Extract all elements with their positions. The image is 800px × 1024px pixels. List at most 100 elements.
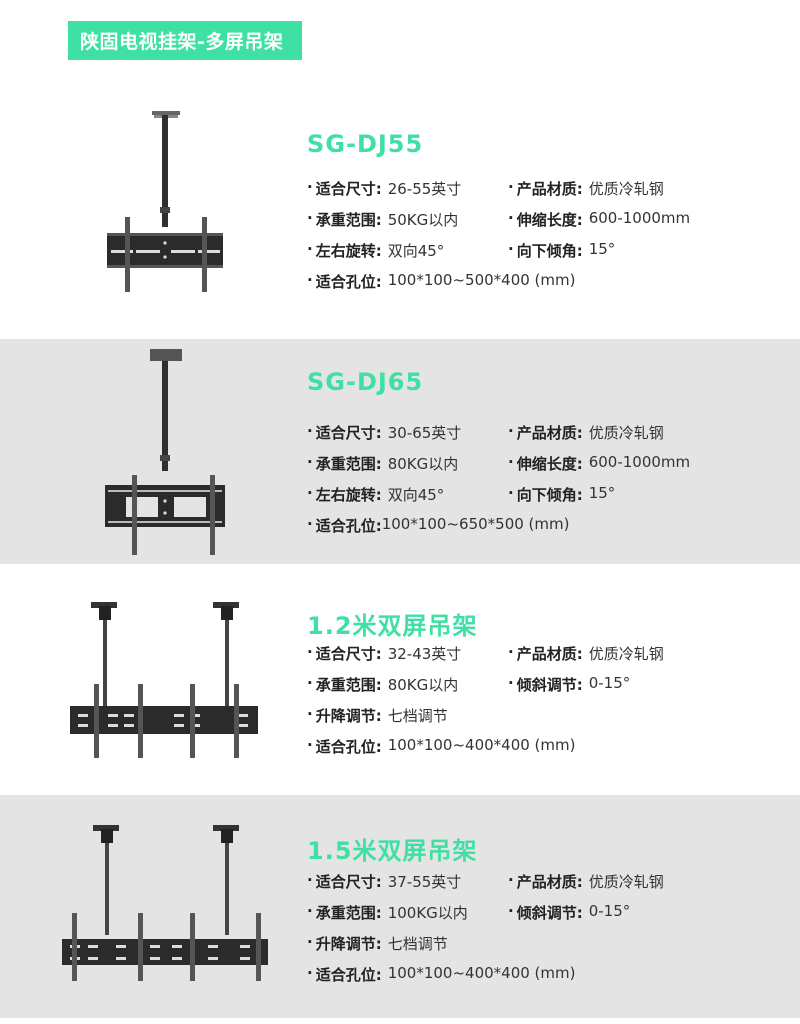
spec-label: 产品材质: xyxy=(516,645,583,663)
bullet-icon: · xyxy=(307,271,313,289)
spec-row: ·适合尺寸:37-55英寸 ·产品材质:优质冷轧钢 xyxy=(307,871,664,892)
spec-item: ·向下倾角:15° xyxy=(508,240,615,261)
spec-label: 向下倾角: xyxy=(516,486,583,504)
spec-item: ·左右旋转: 双向45° xyxy=(307,240,444,261)
dual-screen-ceiling-mount-icon xyxy=(68,598,268,758)
spec-label: 承重范围: xyxy=(315,904,382,922)
spec-value: 优质冷轧钢 xyxy=(588,424,664,442)
spec-value: 优质冷轧钢 xyxy=(588,645,664,663)
spec-value: 32-43英寸 xyxy=(387,645,462,663)
spec-value: 100KG以内 xyxy=(387,904,468,922)
bullet-icon: · xyxy=(307,902,313,920)
spec-item: ·承重范围: 80KG以内 xyxy=(307,674,458,695)
spec-value: 双向45° xyxy=(387,242,445,260)
bullet-icon: · xyxy=(307,705,313,723)
spec-item: ·伸缩长度:600-1000mm xyxy=(508,209,690,230)
spec-item: ·承重范围: 50KG以内 xyxy=(307,209,458,230)
bullet-icon: · xyxy=(508,871,514,889)
product-section-sg-dj65: SG-DJ65 ·适合尺寸:30-65英寸 ·产品材质:优质冷轧钢 ·承重范围:… xyxy=(0,339,800,564)
spec-value: 优质冷轧钢 xyxy=(588,873,664,891)
spec-label: 左右旋转: xyxy=(315,242,382,260)
spec-value: 100*100~400*400 (mm) xyxy=(387,736,576,754)
spec-row: ·适合孔位:100*100~400*400 (mm) xyxy=(307,964,576,985)
spec-item: ·产品材质: 优质冷轧钢 xyxy=(508,643,664,664)
spec-value: 30-65英寸 xyxy=(387,424,462,442)
bullet-icon: · xyxy=(307,515,313,533)
spec-item: ·左右旋转: 双向45° xyxy=(307,484,444,505)
bullet-icon: · xyxy=(307,933,313,951)
spec-label: 升降调节: xyxy=(315,935,382,953)
spec-label: 承重范围: xyxy=(315,211,382,229)
bullet-icon: · xyxy=(307,674,313,692)
spec-row: ·适合孔位:100*100~650*500 (mm) xyxy=(307,515,570,536)
spec-label: 适合尺寸: xyxy=(315,645,382,663)
spec-item: ·适合尺寸:30-65英寸 xyxy=(307,422,461,443)
bullet-icon: · xyxy=(307,736,313,754)
spec-label: 适合孔位: xyxy=(315,517,382,535)
bullet-icon: · xyxy=(307,484,313,502)
spec-item: ·适合尺寸: 32-43英寸 xyxy=(307,643,461,664)
spec-item: ·升降调节:七档调节 xyxy=(307,933,448,954)
spec-label: 倾斜调节: xyxy=(516,904,583,922)
bullet-icon: · xyxy=(508,643,514,661)
spec-item: ·产品材质: 优质冷轧钢 xyxy=(508,422,664,443)
spec-value: 七档调节 xyxy=(387,707,448,725)
spec-value: 80KG以内 xyxy=(387,676,459,694)
spec-row: ·承重范围:100KG以内 ·倾斜调节:0-15° xyxy=(307,902,630,923)
product-section-dual-1-5m: 1.5米双屏吊架 ·适合尺寸:37-55英寸 ·产品材质:优质冷轧钢 ·承重范围… xyxy=(0,795,800,1018)
spec-item: ·承重范围:80KG以内 xyxy=(307,453,458,474)
spec-label: 倾斜调节: xyxy=(516,676,583,694)
spec-item: ·适合孔位:100*100~400*400 (mm) xyxy=(307,964,576,985)
spec-row: ·升降调节:七档调节 xyxy=(307,705,448,726)
spec-item: ·伸缩长度:600-1000mm xyxy=(508,453,690,474)
spec-label: 产品材质: xyxy=(516,424,583,442)
single-ceiling-tv-mount-large-icon xyxy=(98,347,230,557)
spec-row: ·承重范围:80KG以内 ·倾斜调节:0-15° xyxy=(307,674,630,695)
spec-label: 适合孔位: xyxy=(315,273,382,291)
bullet-icon: · xyxy=(307,964,313,982)
spec-value: 100*100~650*500 (mm) xyxy=(381,515,570,533)
spec-value: 50KG以内 xyxy=(387,211,459,229)
spec-item: ·适合孔位: 100*100~400*400 (mm) xyxy=(307,736,576,757)
spec-label: 向下倾角: xyxy=(516,242,583,260)
bullet-icon: · xyxy=(508,178,514,196)
spec-row: ·承重范围: 50KG以内 ·伸缩长度:600-1000mm xyxy=(307,209,690,230)
dual-screen-ceiling-mount-icon xyxy=(60,821,270,981)
spec-row: ·左右旋转:双向45° ·向下倾角:15° xyxy=(307,240,615,261)
bullet-icon: · xyxy=(508,422,514,440)
product-section-sg-dj55: SG-DJ55 ·适合尺寸:26-55英寸 ·产品材质:优质冷轧钢 ·承重范围:… xyxy=(0,85,800,339)
spec-value: 100*100~500*400 (mm) xyxy=(387,271,576,289)
spec-row: ·升降调节:七档调节 xyxy=(307,933,448,954)
bullet-icon: · xyxy=(307,240,313,258)
spec-item: ·产品材质:优质冷轧钢 xyxy=(508,178,664,199)
spec-value: 0-15° xyxy=(588,674,631,692)
product-name: 1.2米双屏吊架 xyxy=(307,612,478,640)
page-title-banner: 陕固电视挂架-多屏吊架 xyxy=(68,21,302,60)
bullet-icon: · xyxy=(307,209,313,227)
spec-row: ·适合孔位: 100*100~400*400 (mm) xyxy=(307,736,576,757)
spec-label: 产品材质: xyxy=(516,873,583,891)
spec-label: 左右旋转: xyxy=(315,486,382,504)
spec-row: ·适合尺寸:32-43英寸 ·产品材质:优质冷轧钢 xyxy=(307,643,664,664)
bullet-icon: · xyxy=(508,240,514,258)
spec-label: 适合尺寸: xyxy=(315,873,382,891)
bullet-icon: · xyxy=(508,453,514,471)
spec-label: 适合孔位: xyxy=(315,738,382,756)
page-title: 陕固电视挂架-多屏吊架 xyxy=(80,31,284,53)
product-name: SG-DJ55 xyxy=(307,130,424,158)
spec-label: 承重范围: xyxy=(315,455,382,473)
spec-row: ·左右旋转:双向45° ·向下倾角:15° xyxy=(307,484,615,505)
spec-label: 适合孔位: xyxy=(315,966,382,984)
bullet-icon: · xyxy=(508,674,514,692)
spec-value: 双向45° xyxy=(387,486,445,504)
bullet-icon: · xyxy=(307,643,313,661)
spec-label: 适合尺寸: xyxy=(315,180,382,198)
spec-value: 37-55英寸 xyxy=(387,873,462,891)
spec-label: 伸缩长度: xyxy=(516,455,583,473)
product-name: SG-DJ65 xyxy=(307,368,424,396)
bullet-icon: · xyxy=(307,871,313,889)
bullet-icon: · xyxy=(508,484,514,502)
spec-label: 承重范围: xyxy=(315,676,382,694)
product-name: 1.5米双屏吊架 xyxy=(307,837,478,865)
bullet-icon: · xyxy=(307,453,313,471)
